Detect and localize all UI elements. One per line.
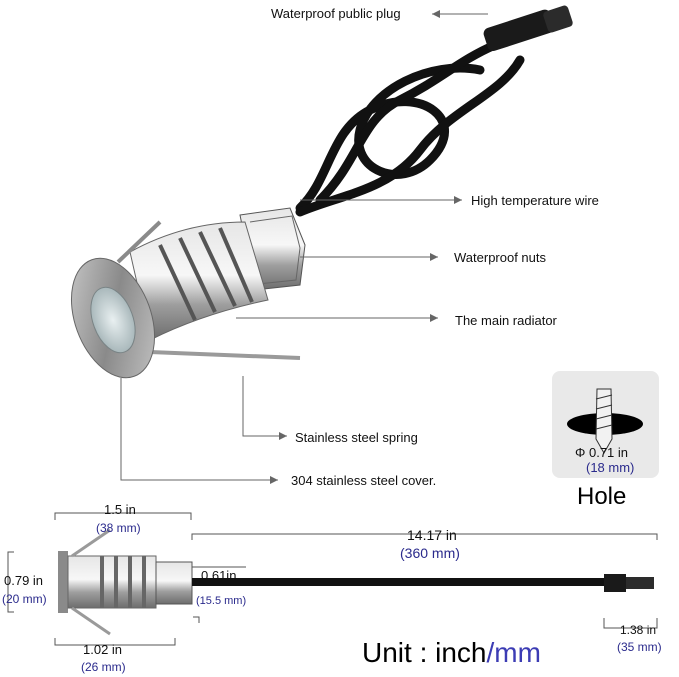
label-waterproof-plug: Waterproof public plug xyxy=(271,6,401,21)
cable-coil xyxy=(295,40,525,217)
label-high-temperature-wire: High temperature wire xyxy=(471,193,599,208)
unit-slash: / xyxy=(486,637,495,668)
hole-diameter-in: Φ 0.71 in xyxy=(575,445,629,460)
nut-length-in: 0.61in xyxy=(201,568,237,583)
plug-length-in: 1.38 in xyxy=(620,623,657,637)
label-stainless-steel-spring: Stainless steel spring xyxy=(295,430,418,445)
callout-lines xyxy=(120,10,488,484)
label-main-radiator: The main radiator xyxy=(455,313,557,328)
height-in: 0.79 in xyxy=(4,573,44,588)
main-radiator xyxy=(129,221,269,341)
cable-length-mm: (360 mm) xyxy=(400,545,460,561)
bottom-width-mm: (26 mm) xyxy=(81,660,126,674)
unit-prefix: Unit : inch xyxy=(362,637,487,668)
nut-length-mm: (15.5 mm) xyxy=(196,595,247,607)
label-waterproof-nuts: Waterproof nuts xyxy=(454,250,547,265)
cable-length-in: 14.17 in xyxy=(407,527,457,543)
label-steel-cover: 304 stainless steel cover. xyxy=(291,473,437,488)
spring-upper xyxy=(116,220,162,264)
waterproof-plug xyxy=(483,5,573,51)
height-mm: (20 mm) xyxy=(2,592,47,606)
lens xyxy=(90,286,136,354)
unit-mm: mm xyxy=(494,637,541,668)
hole-diameter-mm: (18 mm) xyxy=(586,460,635,475)
spring-lower xyxy=(149,350,301,360)
dimension-lines xyxy=(7,512,658,646)
hole-drill-icon xyxy=(567,388,643,455)
top-width-in: 1.5 in xyxy=(104,502,136,517)
plug-length-mm: (35 mm) xyxy=(617,640,662,654)
bottom-width-in: 1.02 in xyxy=(83,642,123,657)
hole-card xyxy=(552,371,659,478)
side-profile xyxy=(58,528,654,636)
top-width-mm: (38 mm) xyxy=(96,521,141,535)
unit-label: Unit : inch/mm xyxy=(362,637,541,669)
hole-title: Hole xyxy=(577,483,627,510)
